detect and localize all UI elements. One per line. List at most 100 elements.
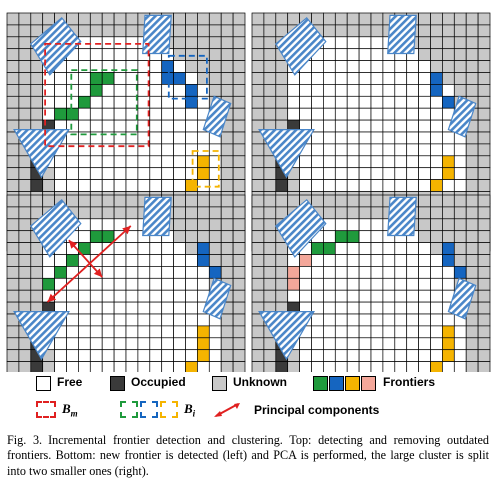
grid-cell	[89, 194, 103, 208]
grid-cell	[66, 337, 79, 351]
grid-cell	[370, 194, 384, 208]
grid-cell	[406, 95, 419, 109]
principal-component-minor	[68, 239, 103, 278]
grid-cell	[89, 95, 103, 109]
grid-cell	[334, 218, 348, 232]
grid-cell	[442, 266, 455, 279]
grid-cell	[232, 48, 246, 61]
grid-cell	[251, 206, 265, 220]
grid-cell	[6, 349, 20, 362]
grid-cell	[311, 143, 324, 157]
grid-cell	[477, 289, 491, 303]
grid-cell	[18, 277, 32, 291]
grid-cell	[66, 12, 79, 26]
grid-cell	[185, 194, 198, 208]
grid-cell	[477, 131, 491, 145]
grid-cell	[6, 12, 20, 26]
grid-cell	[251, 12, 265, 26]
grid-cell	[78, 289, 91, 303]
grid-cell	[394, 155, 408, 169]
grid-cell	[173, 301, 186, 315]
grid-cell	[323, 48, 336, 61]
grid-cell	[406, 167, 419, 180]
grid-cell	[442, 24, 455, 38]
grid-cell	[149, 337, 163, 351]
grid-cell	[370, 95, 384, 109]
grid-cell	[149, 349, 163, 362]
frontier-cell	[208, 266, 222, 279]
grid-cell	[430, 349, 443, 362]
grid-cell	[30, 107, 44, 121]
grid-cell	[101, 84, 115, 97]
grid-cell	[185, 266, 198, 279]
grid-cell	[78, 337, 91, 351]
grid-cell	[113, 119, 127, 133]
grid-cell	[89, 179, 103, 192]
grid-cell	[78, 107, 91, 121]
grid-cell	[54, 254, 67, 267]
grid-cell	[263, 230, 277, 243]
grid-cell	[394, 349, 408, 362]
grid-cell	[18, 84, 32, 97]
grid-cell	[477, 230, 491, 243]
grid-cell	[418, 277, 431, 291]
grid-cell	[232, 361, 246, 372]
grid-cell	[113, 289, 127, 303]
grid-cell	[370, 266, 384, 279]
grid-cell	[208, 254, 222, 267]
obstacle-top-left	[275, 16, 327, 76]
grid-cell	[406, 266, 419, 279]
grid-cell	[358, 254, 372, 267]
grid-cell	[113, 95, 127, 109]
grid-cell	[465, 60, 479, 73]
grid-cell	[89, 155, 103, 169]
grid-cell	[125, 313, 139, 327]
legend-frontier-blue-swatch	[329, 376, 344, 391]
grid-cell	[173, 119, 186, 133]
grid-cell	[30, 84, 44, 97]
legend-bi-subscript: i	[192, 408, 196, 419]
legend-bm-swatch	[36, 401, 56, 418]
grid-cell	[42, 12, 55, 26]
grid-cell	[251, 242, 265, 255]
grid-cell	[232, 107, 246, 121]
grid-cell	[113, 349, 127, 362]
grid-cell	[406, 179, 419, 192]
grid-cell	[430, 194, 443, 208]
frontier-cell	[299, 254, 312, 267]
grid-cell	[370, 12, 384, 26]
grid-cell	[54, 155, 67, 169]
grid-cell	[18, 349, 32, 362]
grid-cell	[185, 277, 198, 291]
obstacle-left-triangle	[13, 311, 70, 361]
grid-cell	[311, 95, 324, 109]
grid-cell	[406, 143, 419, 157]
grid-cell	[30, 289, 44, 303]
grid-cell	[311, 337, 324, 351]
grid-cell	[442, 194, 455, 208]
grid-cell	[299, 289, 312, 303]
grid-cell	[370, 24, 384, 38]
grid-cell	[149, 325, 163, 339]
grid-cell	[334, 84, 348, 97]
grid-cell	[418, 218, 431, 232]
grid-cell	[323, 107, 336, 121]
legend-bm-label: Bm	[62, 401, 78, 419]
frontier-cell	[442, 242, 455, 255]
principal-component-major	[46, 225, 132, 303]
grid-cell	[101, 95, 115, 109]
grid-cell	[346, 277, 360, 291]
grid-cell	[89, 277, 103, 291]
grid-cell	[66, 84, 79, 97]
grid-cell	[453, 48, 467, 61]
obstacle-top-center	[142, 14, 172, 55]
grid-cell	[430, 313, 443, 327]
grid-cell	[358, 155, 372, 169]
grid-cell	[465, 325, 479, 339]
grid-cell	[30, 72, 44, 85]
grid-cell	[323, 349, 336, 362]
grid-cell	[185, 289, 198, 303]
grid-cell	[275, 84, 289, 97]
grid-cell	[299, 84, 312, 97]
grid-cell	[125, 12, 139, 26]
